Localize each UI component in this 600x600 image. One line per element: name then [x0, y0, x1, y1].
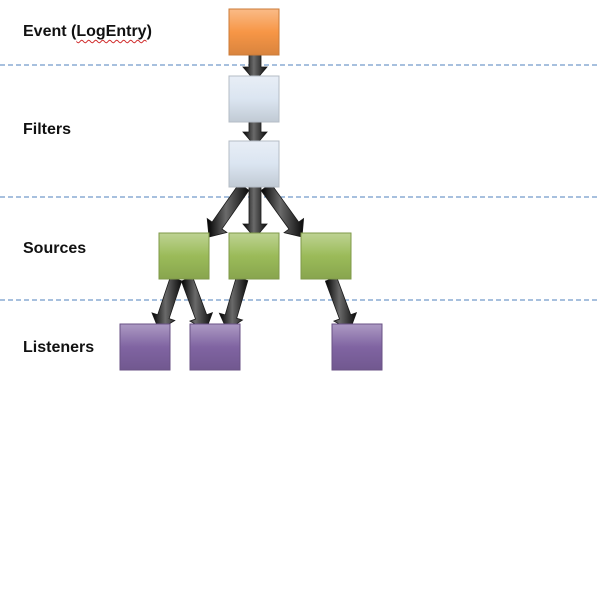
node-listener-3	[331, 323, 383, 371]
arrow-source-1-to-listener-2	[180, 276, 214, 331]
arrow-source-1-to-listener-1	[151, 276, 183, 331]
event-label-prefix: Event (	[23, 23, 77, 40]
arrow-source-2-to-listener-2	[218, 276, 249, 331]
arrow-filter-2-to-source-1	[206, 183, 250, 238]
flow-arrows	[151, 54, 358, 331]
node-source-1	[158, 232, 210, 280]
flow-nodes	[119, 8, 383, 371]
node-listener-1	[119, 323, 171, 371]
node-listener-2	[189, 323, 241, 371]
arrow-source-3-to-listener-3	[324, 276, 358, 331]
node-source-2	[228, 232, 280, 280]
tier-label-event: Event (LogEntry)	[23, 23, 152, 41]
event-label-suffix: )	[146, 23, 152, 40]
tier-dividers	[0, 64, 600, 301]
arrow-filter-2-to-source-2	[242, 186, 268, 239]
node-filter-2	[228, 140, 280, 188]
node-event	[228, 8, 280, 56]
tier-label-listeners: Listeners	[23, 339, 95, 356]
tier-label-filters: Filters	[23, 121, 72, 138]
tier-label-sources: Sources	[23, 240, 87, 257]
arrow-filter-1-to-filter-2	[242, 121, 268, 147]
arrow-filter-2-to-source-3	[260, 182, 305, 238]
node-source-3	[300, 232, 352, 280]
arrow-event-to-filter-1	[242, 54, 268, 82]
event-label-logentry: LogEntry	[76, 23, 147, 40]
node-filter-1	[228, 75, 280, 123]
